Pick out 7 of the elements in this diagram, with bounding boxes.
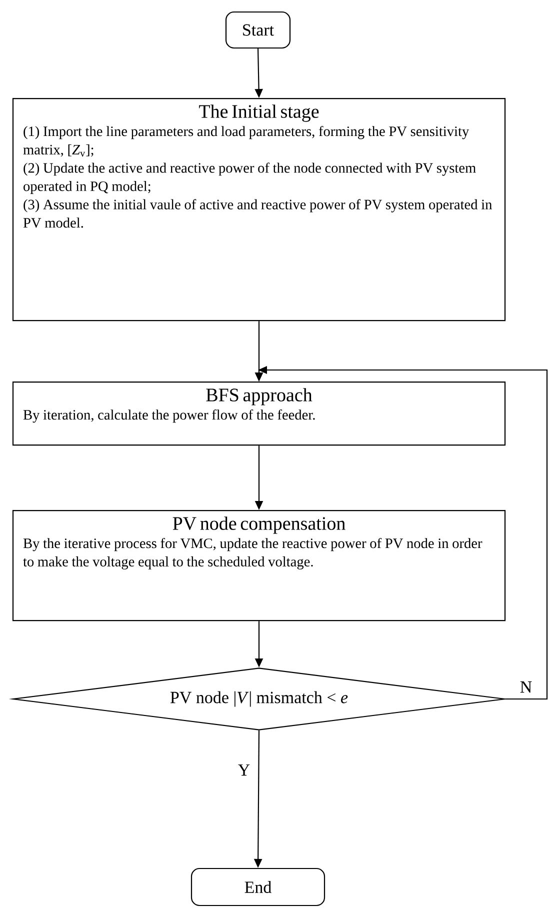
process-box: The Initial stage (1) Import the line parameters and load parameters, forming the PV sensitivity matrix, [Z$_{v}$]; (2) Update the active and reactive power of the node connected with PV system operated in PQ model; (3) Assume the initial vaule of active and reactive power of PV system operated in PV model.: [12, 98, 506, 322]
process-box: PV node compensation By the iterative process for VMC, update the reactive power of PV node in order to make the voltage equal to the scheduled voltage.: [12, 510, 506, 622]
edge-label: N: [518, 680, 534, 694]
terminal-box: End: [190, 868, 326, 906]
terminal-box: Start: [225, 11, 291, 49]
edge-label: Y: [236, 763, 252, 777]
process-box: BFS approach By iteration, calculate the power flow of the feeder.: [12, 382, 506, 446]
